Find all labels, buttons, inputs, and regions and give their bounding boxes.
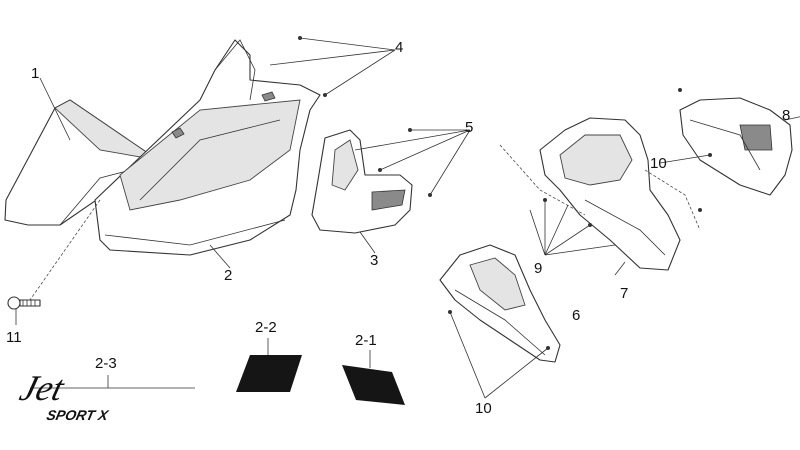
part-8-dash-panel: [679, 97, 793, 196]
logo-main-text: Jet: [16, 368, 70, 408]
callout-2-1: 2-1: [355, 332, 377, 349]
callout-9: 9: [534, 260, 542, 277]
callout-4: 4: [395, 39, 403, 56]
callout-1: 1: [31, 65, 39, 82]
callout-8: 8: [782, 107, 790, 124]
part-2-front-body-panel: [94, 39, 321, 256]
part-3-headlight-cowl: [311, 129, 413, 234]
logo-sub-text: SPORT X: [45, 407, 111, 423]
callout-5: 5: [465, 119, 473, 136]
callout-10-lower: 10: [475, 400, 492, 417]
decal-2-1: [342, 365, 405, 405]
callout-11: 11: [6, 329, 22, 346]
part-6-side-panel: [439, 244, 561, 363]
decal-2-3-logo: Jet SPORT X: [16, 368, 195, 423]
part-9-inner-panel: [539, 117, 681, 271]
callout-3: 3: [370, 252, 378, 269]
callout-2-2: 2-2: [255, 319, 277, 336]
callout-7: 7: [620, 285, 628, 302]
fastener-dots: [298, 36, 712, 350]
part-11-screw: [7, 296, 41, 310]
callout-2: 2: [224, 267, 232, 284]
decal-2-2: [236, 355, 302, 392]
callout-6: 6: [572, 307, 580, 324]
callout-2-3: 2-3: [95, 355, 117, 372]
callout-10-upper: 10: [650, 155, 667, 172]
